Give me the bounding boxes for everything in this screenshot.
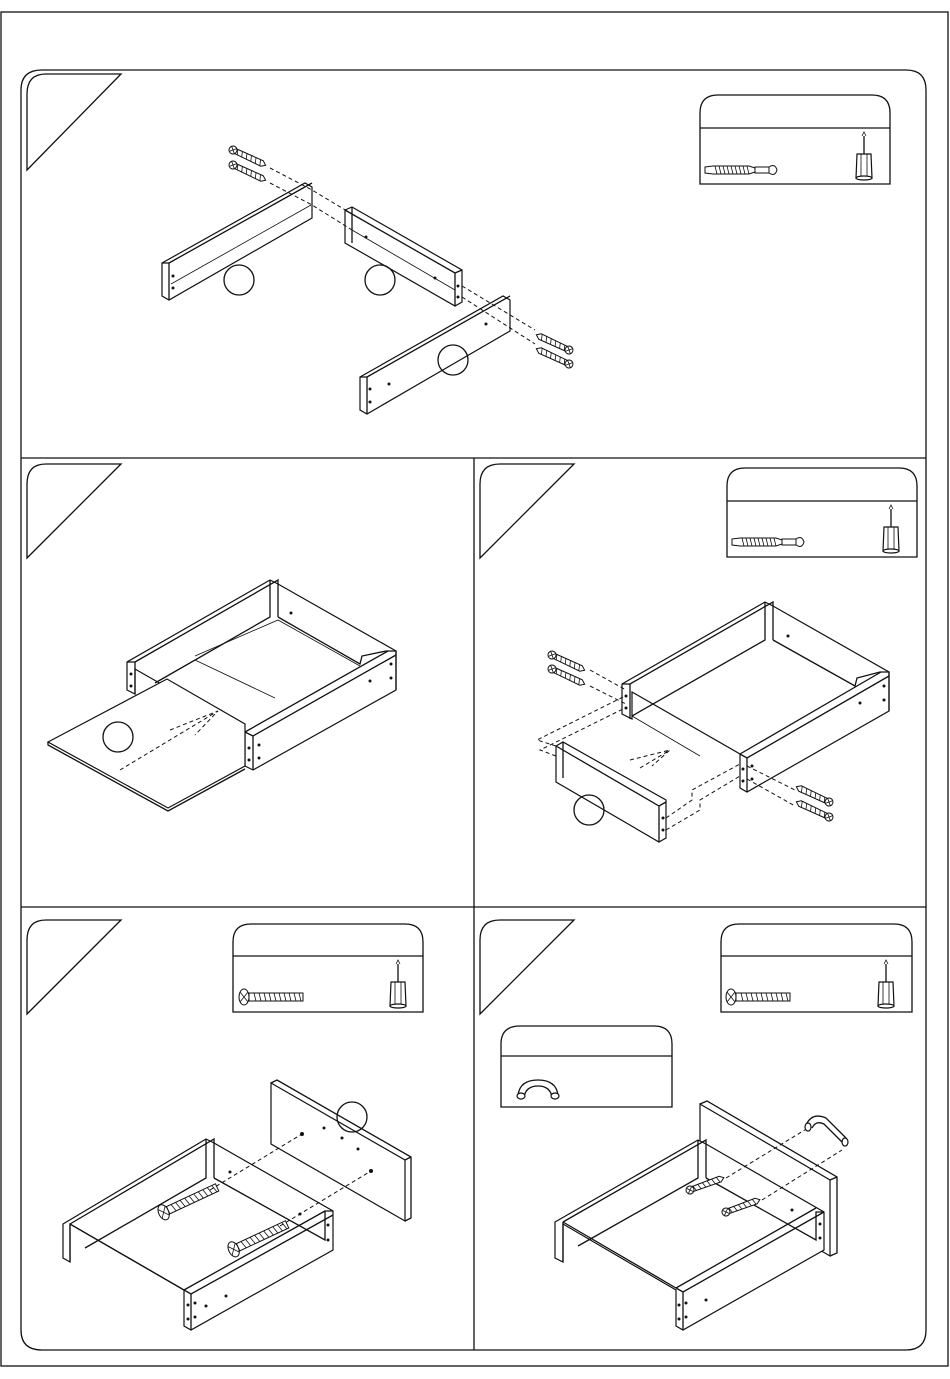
drawer-frame: [622, 602, 889, 792]
step-5-number-corner: [480, 920, 574, 1014]
drawer-front-board: [556, 742, 666, 842]
step-4-hardware-box: [233, 924, 423, 1012]
machine-screw-icon: [239, 989, 303, 1005]
step-5-hardware-box: [721, 924, 912, 1012]
handle-icon: [517, 1080, 559, 1099]
step-1-panel: [27, 74, 890, 414]
screwdriver-icon: [883, 505, 899, 553]
step-3-number-corner: [480, 464, 574, 558]
screwdriver-icon: [856, 132, 872, 180]
step-3-hardware-box: [727, 468, 917, 557]
screwdriver-icon: [878, 960, 894, 1008]
machine-screw-icon: [726, 989, 790, 1005]
step-3-panel: [480, 464, 917, 842]
side-panel-left: [162, 183, 312, 300]
step-4-panel: [27, 920, 423, 1330]
step-2-panel: [27, 464, 396, 811]
drawer-box: [63, 1139, 333, 1330]
step-2-number-corner: [27, 464, 121, 558]
step-4-number-corner: [27, 920, 121, 1014]
step-1-hardware-box: [700, 95, 890, 184]
part-label-circle-a: [224, 265, 254, 295]
step-5-handle-box: [501, 1026, 672, 1107]
part-label-circle-b: [365, 265, 395, 295]
long-screw-icon: [705, 166, 777, 175]
step-1-number-corner: [27, 74, 121, 170]
step-5-panel: [480, 920, 912, 1330]
screwdriver-icon: [390, 960, 406, 1008]
drawer-handle: [805, 1116, 848, 1146]
back-panel: [345, 207, 462, 306]
long-screw-icon: [732, 538, 804, 547]
